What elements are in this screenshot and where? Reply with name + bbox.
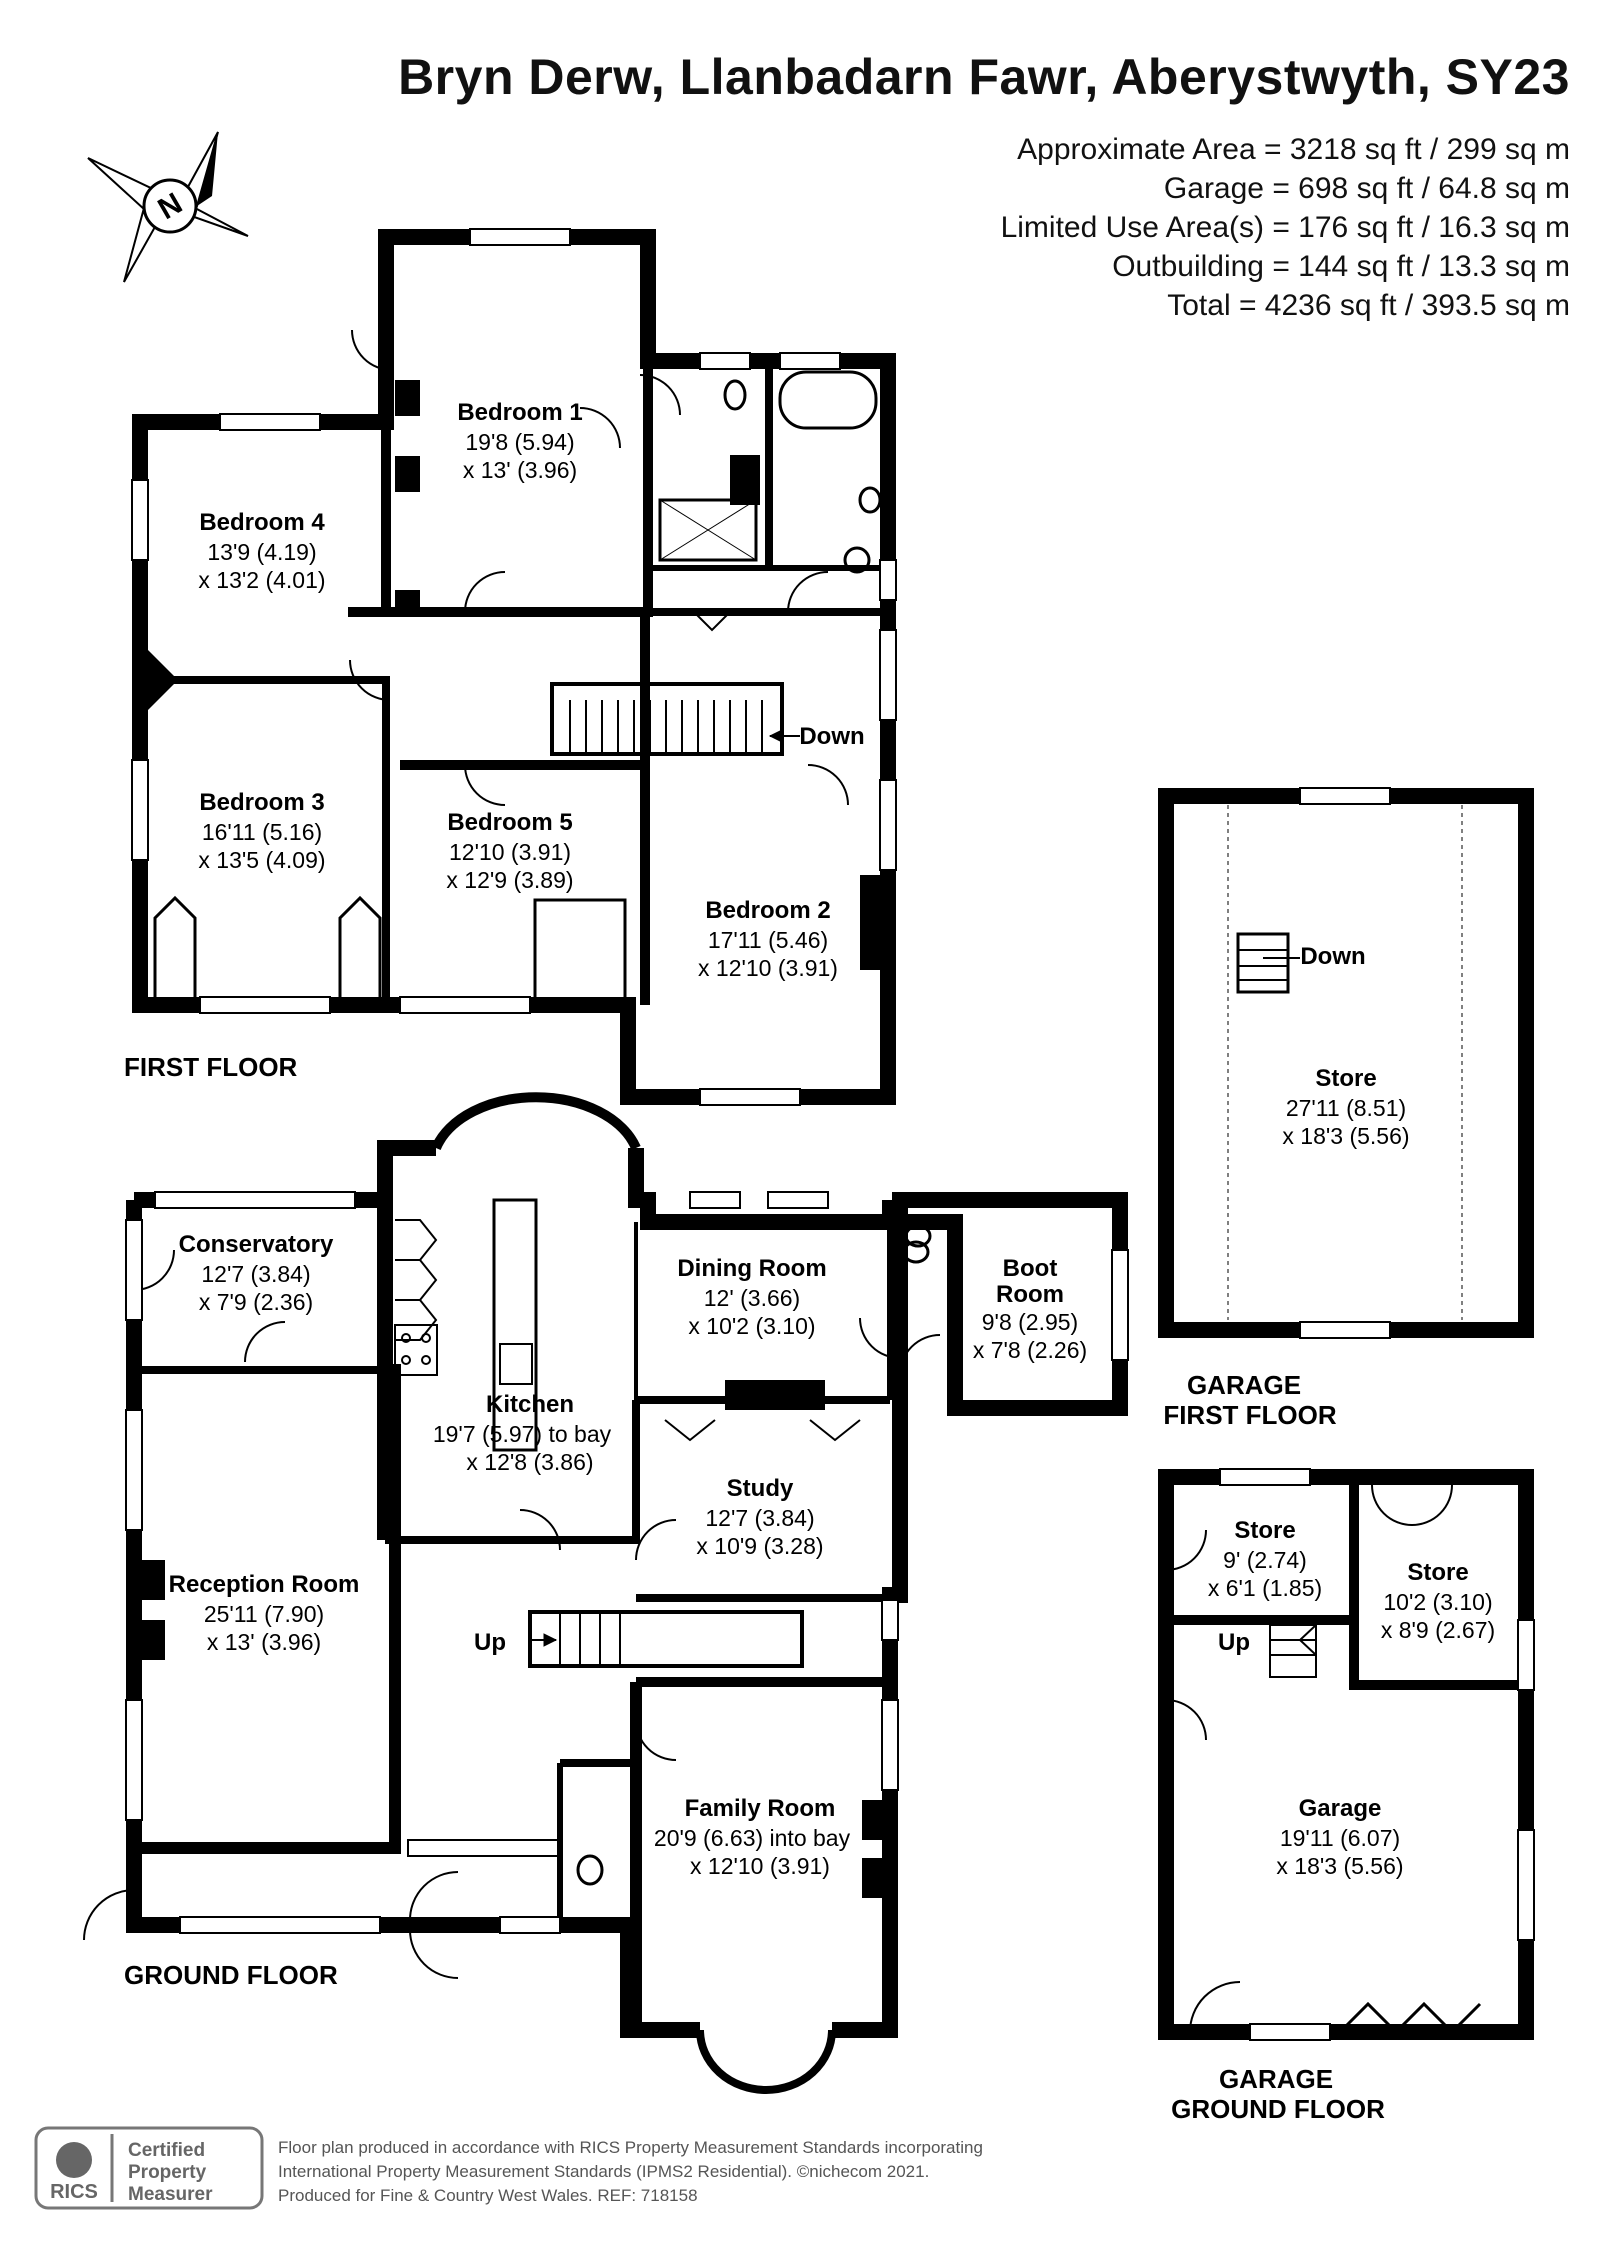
room-dim-family-b: x 12'10 (3.91) [690,1853,830,1879]
first-floor-labels: Bedroom 1 19'8 (5.94) x 13' (3.96) Bedro… [198,399,864,981]
room-name-bedroom2: Bedroom 2 [705,897,830,924]
first-floor-chimneys [148,380,880,970]
room-name-bedroom1: Bedroom 1 [457,399,582,426]
room-dim-reception-b: x 13' (3.96) [207,1629,321,1655]
room-dim-bedroom1-b: x 13' (3.96) [463,457,577,483]
compass-icon: N [87,131,249,283]
room-dim-bedroom1-a: 19'8 (5.94) [465,429,574,455]
room-dim-family-a: 20'9 (6.63) into bay [654,1825,851,1851]
room-dim-bedroom4-b: x 13'2 (4.01) [198,567,325,593]
room-name-boot-a: Boot [1003,1255,1058,1282]
area-approx: Approximate Area = 3218 sq ft / 299 sq m [1017,133,1570,166]
room-dim-boot-b: x 7'8 (2.26) [973,1337,1087,1363]
room-name-reception: Reception Room [169,1571,360,1598]
rics-badge: RICS Certified Property Measurer [34,2126,264,2210]
ground-floor-labels: Conservatory 12'7 (3.84) x 7'9 (2.36) Ki… [169,1231,1088,1879]
garage-ground-labels: Store 9' (2.74) x 6'1 (1.85) Store 10'2 … [1171,1517,1495,2124]
room-name-store-small: Store [1234,1517,1295,1544]
room-dim-boot-a: 9'8 (2.95) [982,1309,1078,1335]
room-dim-store-small-b: x 6'1 (1.85) [1208,1575,1322,1601]
room-dim-dining-a: 12' (3.66) [704,1285,800,1311]
footer-note: Floor plan produced in accordance with R… [278,2136,983,2208]
ground-floor-windows [125,1191,1129,1934]
page-title: Bryn Derw, Llanbadarn Fawr, Aberystwyth,… [398,49,1570,105]
garage-first-floor-plan [1158,788,1534,1338]
room-dim-bedroom2-b: x 12'10 (3.91) [698,955,838,981]
room-name-bedroom3: Bedroom 3 [199,789,324,816]
room-name-store-top: Store [1315,1065,1376,1092]
ground-floor-chimneys [140,1380,884,1898]
room-dim-kitchen-a: 19'7 (5.97) to bay [433,1421,612,1447]
area-summary: Approximate Area = 3218 sq ft / 299 sq m… [1001,130,1570,325]
area-outbuilding: Outbuilding = 144 sq ft / 13.3 sq m [1112,250,1570,283]
room-dim-garage-b: x 18'3 (5.56) [1276,1853,1403,1879]
garage-ground-windows [1219,1468,1535,2041]
room-dim-store-right-a: 10'2 (3.10) [1383,1589,1492,1615]
room-name-dining: Dining Room [677,1255,826,1282]
room-dim-store-top-b: x 18'3 (5.56) [1282,1123,1409,1149]
room-dim-dining-b: x 10'2 (3.10) [688,1313,815,1339]
rics-cert-line3: Measurer [128,2184,213,2205]
room-name-store-right: Store [1407,1559,1468,1586]
area-total: Total = 4236 sq ft / 393.5 sq m [1167,289,1570,322]
rics-logo-icon [56,2142,92,2178]
room-dim-conservatory-a: 12'7 (3.84) [201,1261,310,1287]
stairs-down-garage-label: Down [1300,943,1365,970]
room-name-family: Family Room [685,1795,836,1822]
room-dim-store-top-a: 27'11 (8.51) [1286,1095,1406,1121]
room-dim-bedroom5-b: x 12'9 (3.89) [446,867,573,893]
room-dim-bedroom3-b: x 13'5 (4.09) [198,847,325,873]
footer-line3: Produced for Fine & Country West Wales. … [278,2186,698,2205]
floor-label-garage-first-b: FIRST FLOOR [1163,1400,1337,1430]
floor-label-first: FIRST FLOOR [124,1052,298,1082]
garage-ground-floor-plan [1158,1469,1534,2040]
floor-label-garage-ground-b: GROUND FLOOR [1171,2094,1385,2124]
footer-line2: International Property Measurement Stand… [278,2162,930,2181]
room-dim-bedroom4-a: 13'9 (4.19) [207,539,316,565]
room-dim-store-small-a: 9' (2.74) [1223,1547,1307,1573]
room-dim-reception-a: 25'11 (7.90) [204,1601,324,1627]
room-name-garage: Garage [1299,1795,1382,1822]
floor-label-ground: GROUND FLOOR [124,1960,338,1990]
stairs-up-garage-label: Up [1218,1629,1250,1656]
area-limited: Limited Use Area(s) = 176 sq ft / 16.3 s… [1000,211,1570,244]
room-dim-conservatory-b: x 7'9 (2.36) [199,1289,313,1315]
room-name-bedroom4: Bedroom 4 [199,509,325,536]
room-dim-store-right-b: x 8'9 (2.67) [1381,1617,1495,1643]
stairs-up-label: Up [474,1629,506,1656]
stairs-down-label: Down [799,723,864,750]
room-dim-bedroom2-a: 17'11 (5.46) [708,927,828,953]
room-name-boot-b: Room [996,1281,1064,1308]
first-floor-windows [131,228,897,1106]
room-name-kitchen: Kitchen [486,1391,574,1418]
room-dim-study-a: 12'7 (3.84) [705,1505,814,1531]
room-dim-kitchen-b: x 12'8 (3.86) [466,1449,593,1475]
room-dim-bedroom5-a: 12'10 (3.91) [449,839,571,865]
room-dim-study-b: x 10'9 (3.28) [696,1533,823,1559]
rics-cert-line1: Certified [128,2140,205,2161]
floor-label-garage-first-a: GARAGE [1187,1370,1301,1400]
room-name-conservatory: Conservatory [179,1231,334,1258]
room-dim-garage-a: 19'11 (6.07) [1280,1825,1400,1851]
room-name-bedroom5: Bedroom 5 [447,809,572,836]
room-name-study: Study [727,1475,794,1502]
rics-cert-line2: Property [128,2162,207,2183]
garage-first-labels: Down Store 27'11 (8.51) x 18'3 (5.56) GA… [1163,943,1409,1430]
room-dim-bedroom3-a: 16'11 (5.16) [202,819,322,845]
garage-first-windows [1299,787,1391,1339]
area-garage: Garage = 698 sq ft / 64.8 sq m [1163,172,1570,205]
floor-label-garage-ground-a: GARAGE [1219,2064,1333,2094]
footer-line1: Floor plan produced in accordance with R… [278,2138,983,2157]
rics-logo-text: RICS [50,2181,98,2203]
